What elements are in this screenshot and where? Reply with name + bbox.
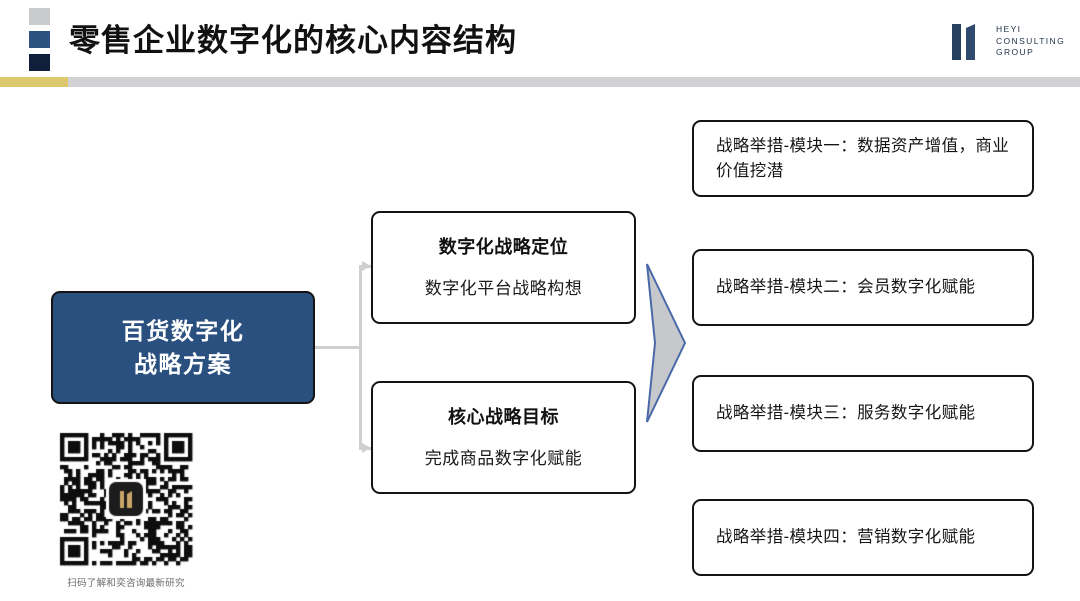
brand-logo-line3: GROUP xyxy=(996,47,1035,57)
connector-arrowhead-down xyxy=(362,443,371,453)
middle-node-title: 数字化战略定位 xyxy=(438,236,569,257)
accent-square-light xyxy=(29,8,50,25)
header-divider xyxy=(0,77,1080,87)
header-accent-marks xyxy=(29,8,51,72)
root-node-line1: 百货数字化 xyxy=(121,317,245,344)
root-node-line2: 战略方案 xyxy=(134,350,232,377)
leaf-node-module-2[interactable]: 战略举措-模块二：会员数字化赋能 xyxy=(692,249,1034,326)
brand-logo-line2: CONSULTING xyxy=(996,35,1066,46)
qr-caption: 扫码了解和奕咨询最新研究 xyxy=(67,578,185,589)
leaf-node-module-4[interactable]: 战略举措-模块四：营销数字化赋能 xyxy=(692,499,1034,576)
middle-node-title: 核心战略目标 xyxy=(448,406,559,427)
root-node[interactable]: 百货数字化 战略方案 xyxy=(51,291,315,404)
accent-square-blue xyxy=(29,31,50,48)
header-divider-accent xyxy=(0,77,68,87)
leaf-node-module-1[interactable]: 战略举措-模块一：数据资产增值，商业价值挖潜 xyxy=(692,120,1034,197)
leaf-node-text: 战略举措-模块三：服务数字化赋能 xyxy=(716,404,976,422)
qr-code-image xyxy=(50,431,202,571)
brand-logo: HEYI CONSULTING GROUP xyxy=(952,22,1072,66)
qr-block: 扫码了解和奕咨询最新研究 xyxy=(50,431,202,596)
middle-node-strategy-positioning[interactable]: 数字化战略定位 数字化平台战略构想 xyxy=(371,211,636,324)
chevron-right-icon xyxy=(646,263,687,423)
connector-arrowhead-up xyxy=(362,261,371,271)
middle-node-core-goal[interactable]: 核心战略目标 完成商品数字化赋能 xyxy=(371,381,636,494)
leaf-node-text: 战略举措-模块四：营销数字化赋能 xyxy=(716,528,976,546)
accent-square-navy xyxy=(29,54,50,71)
connector-spine xyxy=(359,266,362,449)
heyi-logo-icon xyxy=(952,24,975,60)
leaf-node-module-3[interactable]: 战略举措-模块三：服务数字化赋能 xyxy=(692,375,1034,452)
brand-logo-line1: HEYI xyxy=(996,24,1022,34)
connector-stem xyxy=(315,346,361,349)
leaf-node-text: 战略举措-模块二：会员数字化赋能 xyxy=(716,278,976,296)
brand-logo-text: HEYI CONSULTING GROUP xyxy=(996,24,1065,59)
middle-node-subtitle: 数字化平台战略构想 xyxy=(424,278,583,298)
page-title: 零售企业数字化的核心内容结构 xyxy=(69,23,517,58)
leaf-node-text: 战略举措-模块一：数据资产增值，商业价值挖潜 xyxy=(716,136,1010,180)
middle-node-subtitle: 完成商品数字化赋能 xyxy=(424,448,583,468)
